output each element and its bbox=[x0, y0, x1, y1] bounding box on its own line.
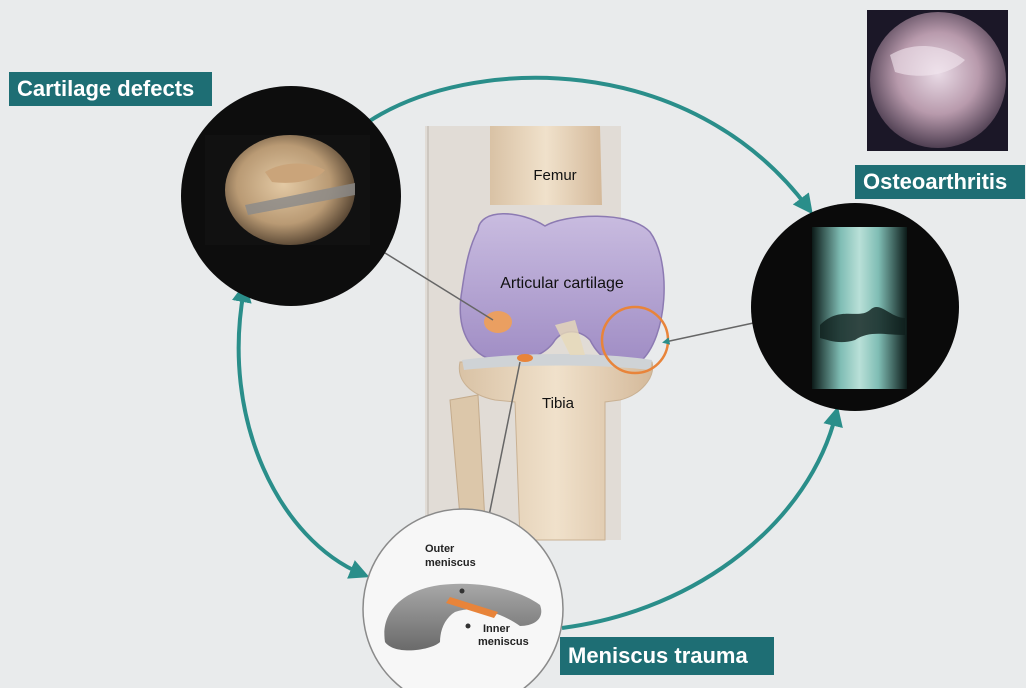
inner-meniscus-label-1: Inner bbox=[483, 623, 511, 635]
articular-cartilage-label: Articular cartilage bbox=[500, 275, 624, 292]
arrow-defect-meniscus bbox=[239, 290, 362, 574]
osteoarthritis-xray-image bbox=[751, 203, 959, 411]
femur-bone bbox=[490, 126, 602, 205]
knee-illustration bbox=[425, 126, 668, 540]
femur-label: Femur bbox=[533, 167, 576, 184]
inner-meniscus-label-2: meniscus bbox=[478, 636, 529, 648]
outer-meniscus-label-2: meniscus bbox=[425, 557, 476, 569]
osteoarthritis-scope-image bbox=[867, 10, 1008, 151]
osteoarthritis-label: Osteoarthritis bbox=[855, 165, 1025, 199]
tibia-label: Tibia bbox=[542, 395, 575, 412]
defect-highlight bbox=[484, 311, 512, 333]
meniscus-trauma-label: Meniscus trauma bbox=[560, 637, 774, 675]
cartilage-defects-label: Cartilage defects bbox=[9, 72, 212, 106]
cartilage-arthroscopy-image bbox=[181, 86, 401, 306]
outer-meniscus-label-1: Outer bbox=[425, 543, 455, 555]
meniscus-tear-highlight bbox=[517, 354, 533, 362]
pointer-oa bbox=[665, 322, 758, 342]
